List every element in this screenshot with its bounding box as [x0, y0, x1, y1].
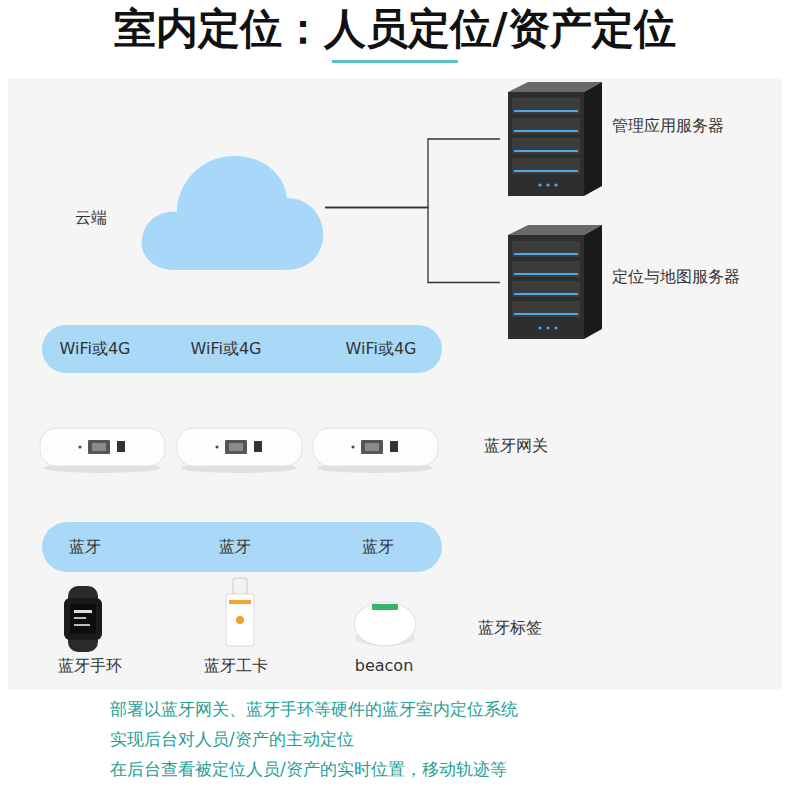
- beacon-body: [354, 602, 416, 646]
- badge-stripe: [229, 600, 251, 604]
- port-inner: [365, 443, 379, 451]
- title-underline: [332, 60, 458, 63]
- drive-bay: [512, 241, 580, 257]
- drive-bay: [512, 98, 580, 114]
- part-label: 蓝牙工卡: [204, 656, 268, 676]
- badge-card: [226, 594, 254, 646]
- server-icon: [508, 82, 602, 196]
- indicator-dot: [352, 446, 355, 449]
- bay-light: [514, 110, 578, 112]
- power-port: [254, 441, 262, 452]
- screen-line: [74, 610, 92, 613]
- node-label: 蓝牙: [69, 537, 101, 557]
- drive-bay: [512, 158, 580, 174]
- node-label: 蓝牙: [219, 537, 251, 557]
- gateway-icon: [177, 428, 302, 473]
- beacon-icon: [354, 602, 416, 646]
- badge-icon: [226, 578, 254, 646]
- part-label: beacon: [355, 656, 414, 676]
- port-inner: [92, 443, 106, 451]
- part-label: 蓝牙手环: [58, 656, 122, 676]
- wristband-icon: [64, 586, 102, 652]
- ethernet-port: [361, 440, 383, 454]
- diagram-title: 室内定位：人员定位/资产定位: [0, 4, 790, 54]
- node-label: WiFi或4G: [60, 339, 131, 359]
- caption-line: 实现后台对人员/资产的主动定位: [110, 729, 354, 750]
- part-label: 蓝牙网关: [484, 436, 548, 456]
- indicator-dot: [216, 446, 219, 449]
- bluetooth-band: 蓝牙 蓝牙 蓝牙: [42, 522, 442, 572]
- node-label: WiFi或4G: [191, 339, 262, 359]
- screen-line: [74, 624, 90, 626]
- wristband-screen: [70, 604, 96, 634]
- network-band: WiFi或4G WiFi或4G WiFi或4G: [42, 325, 442, 373]
- port-inner: [229, 443, 243, 451]
- gateway-icon: [313, 428, 438, 473]
- cloud-node: 云端: [70, 140, 325, 275]
- ethernet-port: [225, 440, 247, 454]
- indicator-dot: [79, 446, 82, 449]
- server-side: [584, 82, 602, 196]
- gateway-body: [40, 428, 165, 466]
- screen-line: [74, 617, 86, 619]
- status-led: [538, 183, 541, 186]
- bay-light: [514, 130, 578, 132]
- cloud-outline: [142, 156, 324, 270]
- wristband-body: [64, 598, 102, 640]
- drive-bay: [512, 281, 580, 297]
- caption-line: 在后台查看被定位人员/资产的实时位置，移动轨迹等: [110, 759, 507, 780]
- server-side: [584, 225, 602, 339]
- node-label: 定位与地图服务器: [612, 267, 740, 287]
- power-port: [117, 441, 125, 452]
- gateway-icon: [40, 428, 165, 473]
- server-node: 管理应用服务器: [500, 80, 770, 198]
- ethernet-port: [88, 440, 110, 454]
- connector-line: [325, 208, 500, 283]
- wristband-strap: [68, 586, 98, 652]
- cloud-shape: [135, 140, 325, 275]
- server-front: [508, 235, 584, 339]
- drive-bay: [512, 138, 580, 154]
- connector-line: [325, 139, 500, 208]
- gateway-body: [313, 428, 438, 466]
- node-label: WiFi或4G: [346, 339, 417, 359]
- status-led: [546, 326, 549, 329]
- node-label: 蓝牙: [362, 537, 394, 557]
- power-port: [390, 441, 398, 452]
- caption-line: 部署以蓝牙网关、蓝牙手环等硬件的蓝牙室内定位系统: [110, 699, 518, 720]
- beacon-logo-plate: [372, 604, 398, 610]
- drive-bay: [512, 118, 580, 134]
- server-front: [508, 92, 584, 196]
- bay-light: [514, 313, 578, 315]
- node-label: 管理应用服务器: [612, 116, 724, 136]
- bay-light: [514, 253, 578, 255]
- panel-ground: [8, 78, 782, 690]
- bay-light: [514, 150, 578, 152]
- bay-light: [514, 170, 578, 172]
- status-led: [554, 326, 557, 329]
- part-label: 蓝牙标签: [478, 618, 542, 638]
- badge-clip: [233, 578, 247, 596]
- drive-bay: [512, 261, 580, 277]
- bay-light: [514, 273, 578, 275]
- server-node: 定位与地图服务器: [500, 225, 770, 340]
- status-led: [538, 326, 541, 329]
- badge-dot: [236, 616, 244, 624]
- node-label: 云端: [75, 208, 107, 228]
- gateway-body: [177, 428, 302, 466]
- server-icon: [508, 225, 602, 339]
- status-led: [546, 183, 549, 186]
- status-led: [554, 183, 557, 186]
- drive-bay: [512, 301, 580, 317]
- bay-light: [514, 293, 578, 295]
